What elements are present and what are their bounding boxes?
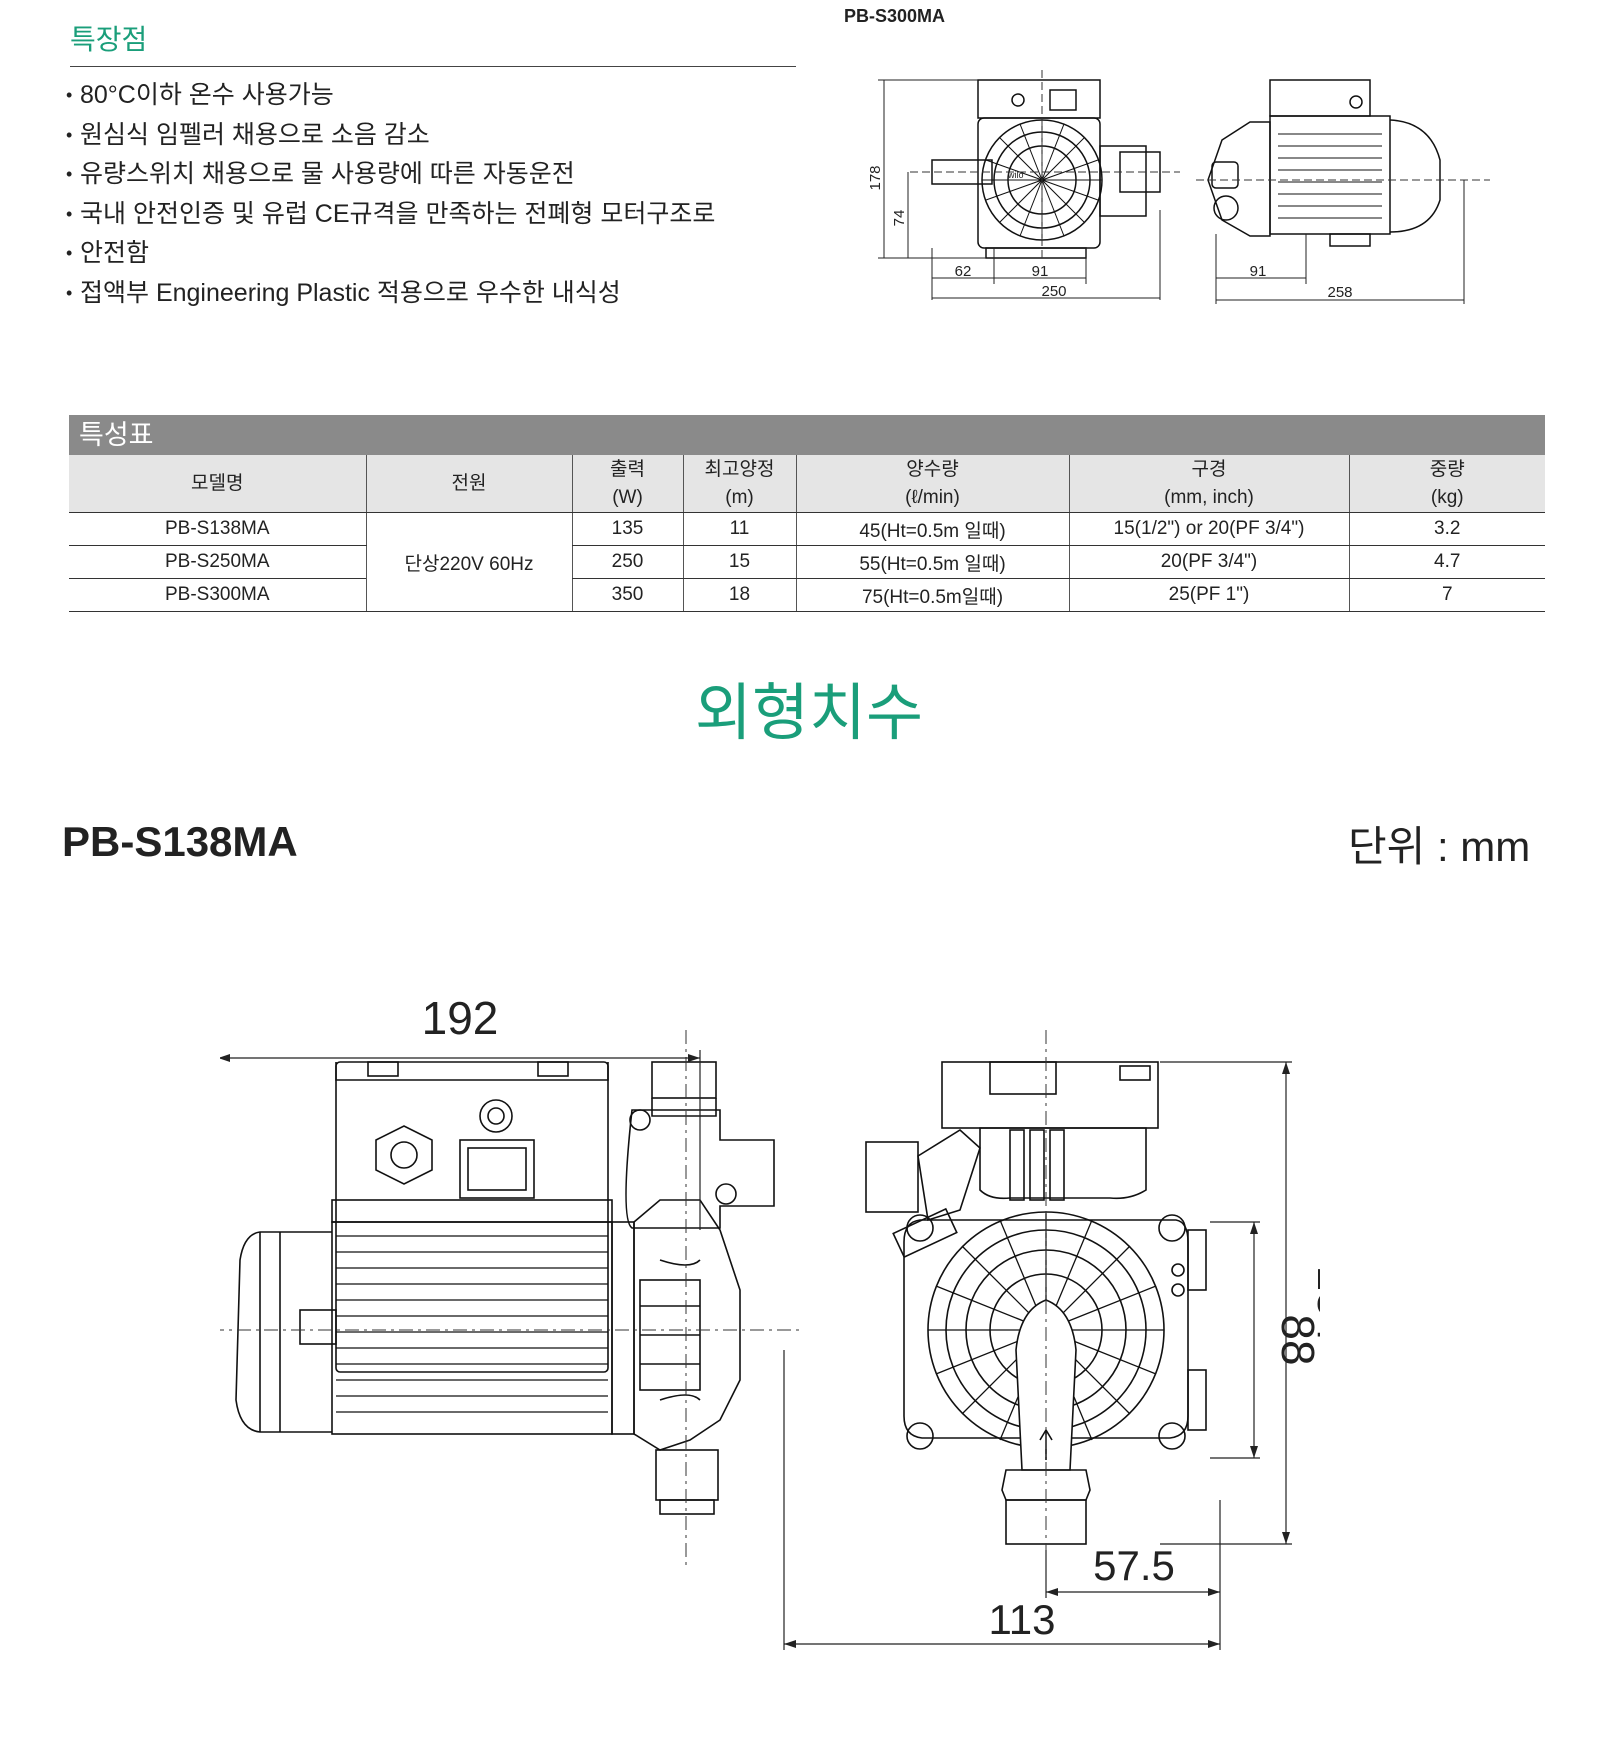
feature-item: 국내 안전인증 및 유럽 CE규격을 만족하는 전폐형 모터구조로 <box>66 195 715 235</box>
col-header-model: 모델명 <box>69 455 366 513</box>
indicator-lamp <box>479 1099 513 1133</box>
front-terminal-box <box>941 1061 1159 1129</box>
brand-mark: wilo <box>1007 170 1024 180</box>
inlet-port <box>655 1449 719 1501</box>
col-header-bore: 구경(mm, inch) <box>1068 455 1349 513</box>
cell-head: 15 <box>682 545 796 579</box>
spec-table-header-row: 모델명 전원 출력(W) 최고양정(m) 양수량(ℓ/min) 구경(mm, i… <box>69 455 1545 513</box>
bolt-icon <box>906 1422 934 1450</box>
table-row: PB-S300MA 350 18 75(Ht=0.5m일때) 25(PF 1")… <box>69 578 1545 612</box>
front-outlet-port <box>989 1061 1057 1095</box>
outlet-port <box>651 1061 717 1099</box>
feature-item: 80°C이하 온수 사용가능 <box>66 76 715 116</box>
cell-flow: 45(Ht=0.5m 일때) <box>795 512 1069 546</box>
cell-head: 18 <box>682 578 796 612</box>
motor-fan-cover <box>235 1231 332 1433</box>
flow-switch-housing <box>625 1109 775 1229</box>
col-header-weight: 중량(kg) <box>1348 455 1545 513</box>
front-view <box>865 1061 1207 1545</box>
feature-item: 유량스위치 채용으로 물 사용량에 따른 자동운전 <box>66 155 715 195</box>
dim-258: 258 <box>1327 284 1352 301</box>
front-flow-switch <box>1099 145 1147 217</box>
side-view <box>235 1061 775 1515</box>
cell-output: 250 <box>571 545 683 579</box>
flow-switch <box>865 1141 919 1213</box>
outline-dimension-drawing: 192 184 88 57.5 113 <box>220 992 1320 1650</box>
feature-item: 원심식 임펠러 채용으로 소음 감소 <box>66 116 715 156</box>
small-drawing-model: PB-S300MA <box>844 6 946 26</box>
dim-inlet-height: 88 <box>1272 1314 1320 1365</box>
dim-length: 192 <box>422 992 499 1044</box>
features-list: 80°C이하 온수 사용가능 원심식 임펠러 채용으로 소음 감소 유량스위치 … <box>66 76 715 313</box>
dim-half-width: 57.5 <box>1093 1542 1175 1589</box>
col-header-output: 출력(W) <box>571 455 683 513</box>
spec-table: 모델명 전원 출력(W) 최고양정(m) 양수량(ℓ/min) 구경(mm, i… <box>69 455 1545 612</box>
front-motor-housing <box>977 79 1101 119</box>
cell-bore: 15(1/2") or 20(PF 3/4") <box>1068 512 1349 546</box>
dim-62: 62 <box>955 263 972 280</box>
motor-body <box>331 1221 613 1435</box>
front-inlet-pipe <box>931 159 993 185</box>
spec-table-title: 특성표 <box>69 415 1545 455</box>
dim-91: 91 <box>1032 263 1049 280</box>
col-header-head: 최고양정(m) <box>682 455 796 513</box>
cell-model: PB-S300MA <box>69 578 366 612</box>
pump-casing <box>633 1199 741 1451</box>
table-row: PB-S250MA 250 15 55(Ht=0.5m 일때) 20(PF 3/… <box>69 545 1545 579</box>
cell-output: 350 <box>571 578 683 612</box>
terminal-box <box>335 1061 609 1373</box>
indicator-window <box>459 1139 535 1199</box>
bolt-icon <box>1158 1422 1186 1450</box>
col-header-power: 전원 <box>365 455 572 513</box>
small-dimension-drawing: 178 74 62 91 250 91 258 wilo <box>867 70 1490 304</box>
feature-item-continued: 안전함 <box>66 234 715 274</box>
bolt-icon <box>1158 1214 1186 1242</box>
table-row: PB-S138MA 단상220V 60Hz 135 11 45(Ht=0.5m … <box>69 512 1545 612</box>
cell-flow: 55(Ht=0.5m 일때) <box>795 545 1069 579</box>
dim-shaft-height: 74 <box>891 210 908 227</box>
features-title: 특장점 <box>70 24 148 55</box>
cell-output: 135 <box>571 512 683 546</box>
feature-item: 접액부 Engineering Plastic 적용으로 우수한 내식성 <box>66 274 715 314</box>
cell-weight: 7 <box>1348 578 1545 612</box>
cell-model: PB-S250MA <box>69 545 366 579</box>
outline-title: 외형치수 <box>694 679 924 748</box>
cell-weight: 3.2 <box>1348 512 1545 546</box>
cell-model: PB-S138MA <box>69 512 366 546</box>
outline-model: PB-S138MA <box>62 818 298 865</box>
cell-bore: 20(PF 3/4") <box>1068 545 1349 579</box>
col-header-flow: 양수량(ℓ/min) <box>795 455 1069 513</box>
dim-height: 184 <box>1308 1266 1320 1343</box>
dim-height: 178 <box>867 165 884 190</box>
side-terminal-box <box>1269 79 1371 117</box>
cell-flow: 75(Ht=0.5m일때) <box>795 578 1069 612</box>
features-divider <box>70 66 796 67</box>
cell-weight: 4.7 <box>1348 545 1545 579</box>
screw-icon <box>629 1109 651 1131</box>
unit-label: 단위 : mm <box>1348 823 1531 870</box>
bolt-icon <box>906 1214 934 1242</box>
cable-gland-icon <box>375 1125 433 1185</box>
dim-250: 250 <box>1041 283 1066 300</box>
dim-side-91: 91 <box>1250 263 1267 280</box>
screw-icon <box>715 1183 737 1205</box>
cell-head: 11 <box>682 512 796 546</box>
side-pump-head <box>1207 121 1271 237</box>
cell-bore: 25(PF 1") <box>1068 578 1349 612</box>
cell-power: 단상220V 60Hz <box>365 512 572 612</box>
dim-width: 113 <box>989 1596 1056 1643</box>
